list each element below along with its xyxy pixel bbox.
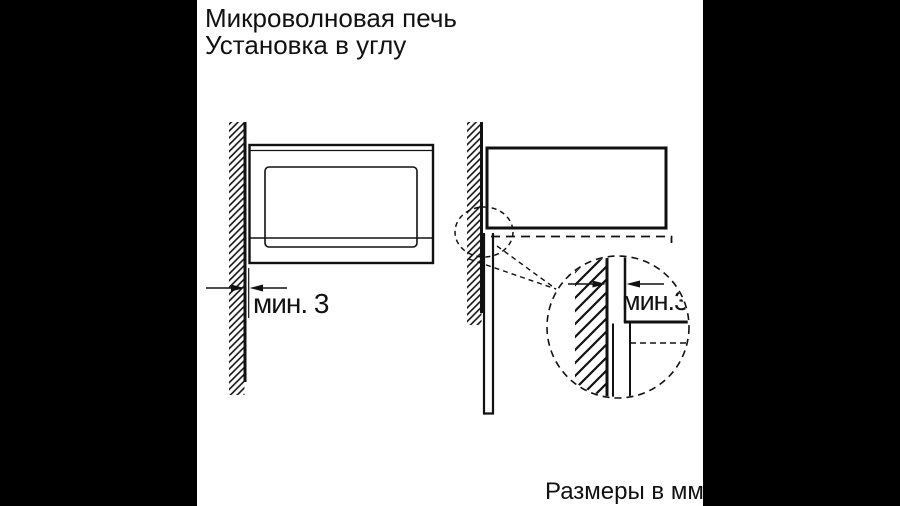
wall-hatch: [467, 122, 482, 325]
front-view-gap-label: мин. 3: [253, 288, 329, 319]
dimension-arrowhead-right-icon: [592, 280, 606, 288]
detail-circle: мин.3: [546, 255, 690, 399]
dimension-arrowhead-left-icon: [626, 280, 640, 288]
page-title: Микроволновая печь Установка в углу: [205, 5, 457, 59]
detail-leader-line-lower: [468, 258, 557, 290]
letterbox-right: [703, 0, 900, 506]
microwave-outline: [248, 143, 435, 265]
detail-contents: мин.3: [568, 257, 688, 397]
dimension-arrowhead-left-icon: [249, 284, 263, 292]
letterbox-left: [0, 0, 197, 506]
diagram-canvas: Микроволновая печь Установка в углу: [197, 0, 703, 506]
detail-callout-ellipse: [454, 206, 514, 258]
wall-hatch: [229, 122, 245, 395]
detail-gap-label: мин.3: [622, 286, 688, 316]
filler-strip-outline: [482, 233, 495, 415]
units-note: Размеры в мм: [545, 478, 703, 505]
detail-leader-line-upper: [496, 245, 557, 290]
wall-hatch: [575, 257, 607, 397]
cabinet-underside-dashed-line: [491, 235, 673, 243]
cabinet-outline: [485, 146, 668, 230]
installation-diagram: мин. 3: [206, 122, 703, 505]
title-line-1: Микроволновая печь: [205, 3, 457, 33]
title-line-2: Установка в углу: [205, 30, 407, 60]
detail-circle-outline: [546, 255, 690, 399]
front-view: мин. 3: [206, 122, 435, 395]
side-view: [454, 122, 673, 415]
dimension-arrowhead-right-icon: [231, 284, 245, 292]
microwave-door-outline: [264, 166, 418, 248]
